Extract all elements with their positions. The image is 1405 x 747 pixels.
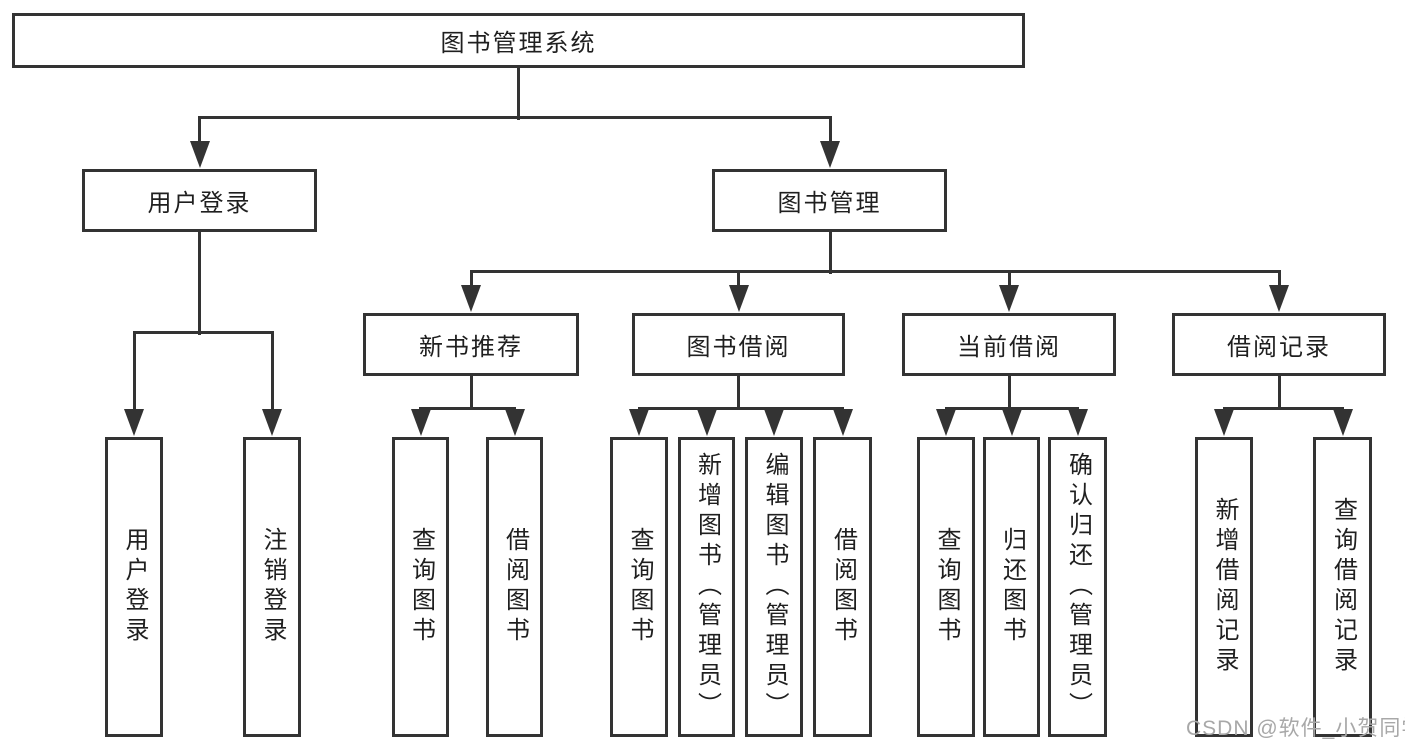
leaf-borrow-books-recommend: 借阅图书 bbox=[486, 437, 543, 737]
leaf-borrow-books: 借阅图书 bbox=[813, 437, 872, 737]
connector-line-horizontal bbox=[1222, 406, 1344, 410]
arrowhead-down-icon bbox=[696, 409, 717, 436]
arrowhead-down-icon bbox=[999, 285, 1019, 312]
arrowhead-down-icon bbox=[936, 409, 956, 436]
arrowhead-down-icon bbox=[262, 409, 282, 436]
connector-line-vertical bbox=[1277, 271, 1281, 288]
leaf-confirm-return-admin: 确认归还（管理员） bbox=[1048, 437, 1107, 737]
node-borrow-record: 借阅记录 bbox=[1172, 313, 1386, 376]
leaf-query-books-recommend: 查询图书 bbox=[392, 437, 449, 737]
leaf-user-login: 用户登录 bbox=[105, 437, 163, 737]
leaf-edit-books-admin: 编辑图书（管理员） bbox=[745, 437, 803, 737]
leaf-query-books-current: 查询图书 bbox=[917, 437, 975, 737]
node-library-system: 图书管理系统 bbox=[12, 13, 1025, 68]
arrowhead-down-icon bbox=[1067, 409, 1088, 436]
connector-line-vertical bbox=[198, 117, 201, 144]
arrowhead-down-icon bbox=[820, 141, 840, 168]
node-new-book-recommend: 新书推荐 bbox=[363, 313, 579, 376]
node-book-borrow: 图书借阅 bbox=[632, 313, 845, 376]
connector-line-vertical bbox=[517, 68, 520, 120]
node-current-borrow: 当前借阅 bbox=[902, 313, 1116, 376]
arrowhead-down-icon bbox=[504, 409, 525, 436]
arrowhead-down-icon bbox=[1269, 285, 1289, 312]
node-book-management: 图书管理 bbox=[712, 169, 947, 232]
connector-line-horizontal bbox=[944, 406, 1079, 410]
leaf-logout: 注销登录 bbox=[243, 437, 301, 737]
arrowhead-down-icon bbox=[764, 409, 784, 436]
connector-line-horizontal bbox=[469, 269, 1281, 273]
connector-line-horizontal bbox=[637, 406, 844, 410]
arrowhead-down-icon bbox=[1001, 409, 1022, 436]
arrowhead-down-icon bbox=[410, 409, 431, 436]
leaf-query-books-borrow: 查询图书 bbox=[610, 437, 668, 737]
connector-line-horizontal bbox=[198, 115, 832, 119]
connector-line-vertical bbox=[469, 271, 473, 288]
connector-line-horizontal bbox=[132, 330, 274, 334]
connector-line-vertical bbox=[737, 271, 740, 288]
connector-line-vertical bbox=[270, 332, 274, 412]
arrowhead-down-icon bbox=[728, 285, 749, 312]
leaf-add-books-admin: 新增图书（管理员） bbox=[678, 437, 735, 737]
leaf-return-books: 归还图书 bbox=[983, 437, 1040, 737]
connector-line-vertical bbox=[469, 376, 473, 410]
arrowhead-down-icon bbox=[189, 141, 210, 168]
connector-line-horizontal bbox=[419, 406, 516, 410]
connector-line-vertical bbox=[1007, 271, 1011, 288]
leaf-query-borrow-record: 查询借阅记录 bbox=[1313, 437, 1372, 737]
connector-line-vertical bbox=[828, 232, 832, 274]
arrowhead-down-icon bbox=[629, 409, 649, 436]
connector-line-vertical bbox=[737, 376, 740, 410]
arrowhead-down-icon bbox=[1214, 409, 1234, 436]
arrowhead-down-icon bbox=[1332, 409, 1353, 436]
connector-line-vertical bbox=[1277, 376, 1281, 410]
connector-line-vertical bbox=[198, 232, 201, 335]
connector-line-vertical bbox=[132, 332, 136, 412]
arrowhead-down-icon bbox=[461, 285, 481, 312]
watermark: CSDN @软件_小贺同学 bbox=[1186, 717, 1405, 740]
arrowhead-down-icon bbox=[832, 409, 853, 436]
connector-line-vertical bbox=[828, 117, 832, 144]
arrowhead-down-icon bbox=[124, 409, 144, 436]
connector-line-vertical bbox=[1007, 376, 1011, 410]
node-user-login: 用户登录 bbox=[82, 169, 317, 232]
leaf-add-borrow-record: 新增借阅记录 bbox=[1195, 437, 1253, 737]
